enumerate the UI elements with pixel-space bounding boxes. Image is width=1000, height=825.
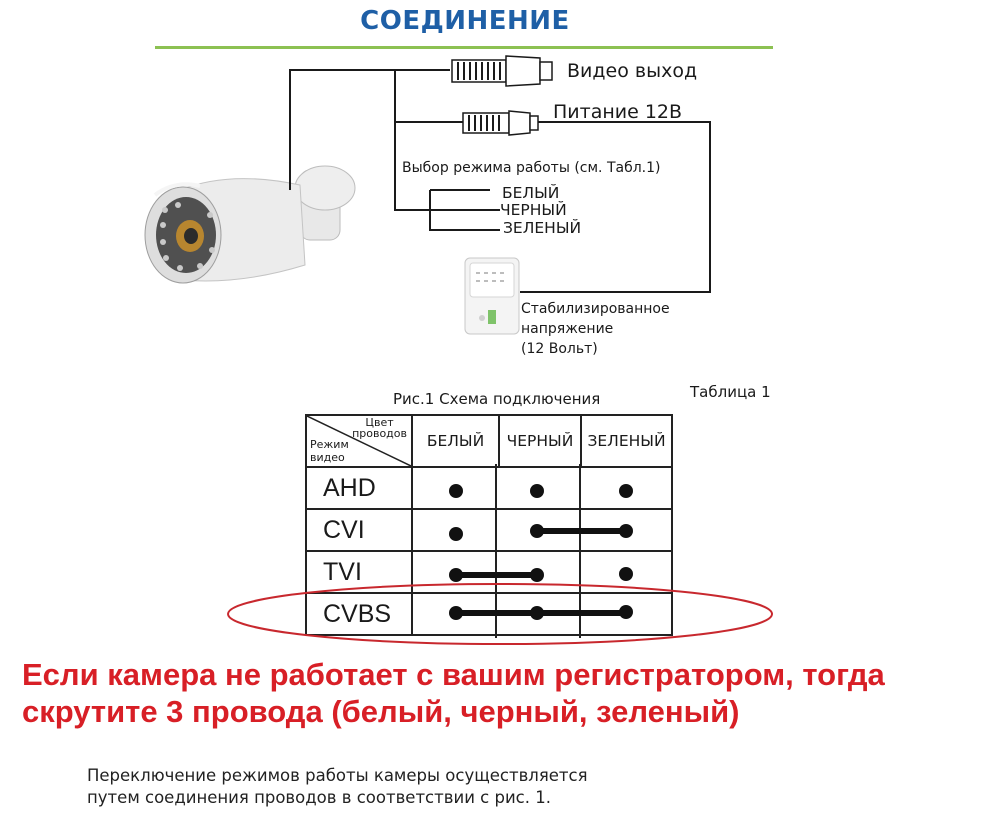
warning-line: Если камера не работает с вашим регистра…: [22, 657, 885, 692]
corner-top-text: Цвет: [365, 416, 394, 429]
corner-bottom-text: Режим: [310, 438, 349, 451]
wire-pattern-cell: [411, 466, 673, 510]
table-row: CVBS: [305, 592, 673, 636]
table-row: CVI: [305, 508, 673, 552]
video-out-label: Видео выход: [567, 60, 698, 82]
table-row: TVI: [305, 550, 673, 594]
note-line: Переключение режимов работы камеры осуще…: [87, 766, 588, 785]
power-label: Питание 12В: [553, 101, 683, 123]
mode-select-label: Выбор режима работы (см. Табл.1): [402, 160, 661, 176]
psu-label-line: напряжение: [521, 321, 614, 337]
video-bnc-connector: [451, 55, 553, 87]
table-header-row: Цвет проводов Режим видео БЕЛЫЙ ЧЕРНЫЙ З…: [305, 414, 673, 468]
table-row: AHD: [305, 466, 673, 510]
wire-green-label: ЗЕЛЕНЫЙ: [503, 219, 582, 237]
psu-label: Стабилизированное напряжение (12 Вольт): [521, 299, 670, 359]
mode-cell: CVBS: [305, 592, 413, 636]
instruction-note: Переключение режимов работы камеры осуще…: [87, 765, 588, 809]
wire-pattern-cell: [411, 508, 673, 552]
mode-cell: CVI: [305, 508, 413, 552]
note-line: путем соединения проводов в соответствии…: [87, 788, 551, 807]
warning-line: скрутите 3 провода (белый, черный, зелен…: [22, 694, 740, 729]
title-divider: [155, 46, 773, 49]
page-title: СОЕДИНЕНИЕ: [360, 6, 570, 36]
mode-cell: TVI: [305, 550, 413, 594]
warning-text: Если камера не работает с вашим регистра…: [22, 656, 885, 730]
corner-bottom-label: Режим видео: [310, 438, 349, 464]
wire-black-label: ЧЕРНЫЙ: [500, 201, 567, 219]
wiring-diagram: [144, 55, 711, 335]
psu-label-line: (12 Вольт): [521, 341, 598, 357]
corner-diagonal: [307, 416, 411, 466]
power-connector: [462, 110, 539, 136]
corner-bottom-text: видео: [310, 451, 345, 464]
wire-pattern-cell: [411, 592, 673, 636]
corner-top-text: проводов: [352, 427, 407, 440]
camera-image: [144, 165, 356, 284]
wire-pattern-cell: [411, 550, 673, 594]
column-header-green: ЗЕЛЕНЫЙ: [580, 414, 673, 468]
corner-top-label: Цвет проводов: [352, 417, 407, 439]
mode-cell: AHD: [305, 466, 413, 510]
table-number-label: Таблица 1: [690, 383, 771, 401]
power-supply-image: [464, 257, 520, 335]
wire-white-label: БЕЛЫЙ: [502, 184, 560, 202]
figure-caption: Рис.1 Схема подключения: [393, 390, 601, 408]
psu-label-line: Стабилизированное: [521, 301, 670, 317]
column-header-black: ЧЕРНЫЙ: [498, 414, 582, 468]
column-header-white: БЕЛЫЙ: [411, 414, 500, 468]
cable-bundle: [289, 69, 711, 293]
mode-table: Цвет проводов Режим видео БЕЛЫЙ ЧЕРНЫЙ З…: [305, 414, 673, 636]
table-corner-cell: Цвет проводов Режим видео: [305, 414, 413, 468]
